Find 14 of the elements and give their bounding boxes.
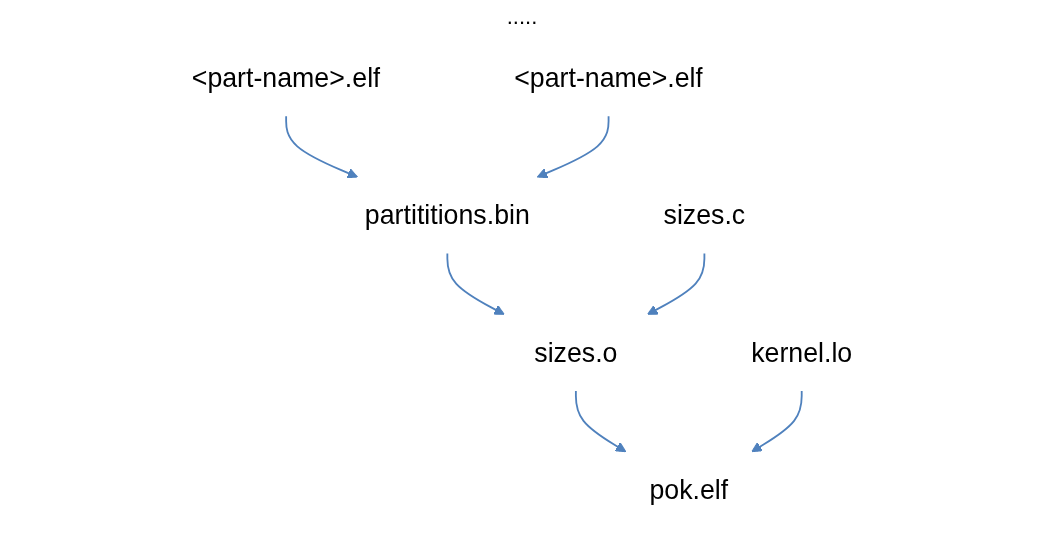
arrow [574,390,627,453]
node-text: sizes.o [534,337,618,368]
arrow [536,115,610,179]
node-text: partititions.bin [364,200,530,231]
node-text: <part-name>.elf [514,62,703,94]
arrow [647,252,706,315]
ellipsis-text: ..... [506,4,538,29]
arrow [751,390,803,453]
node-text: sizes.c [663,200,746,231]
node-text: pok.elf [649,474,729,506]
node-text: <part-name>.elf [191,62,381,94]
node-text: kernel.lo [751,337,853,368]
arrow [285,115,358,179]
arrow [446,252,505,315]
